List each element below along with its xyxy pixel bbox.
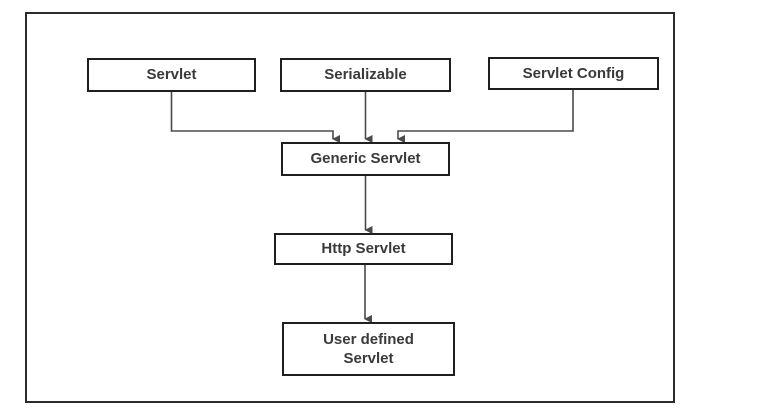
node-user-defined-servlet-label: User defined Servlet bbox=[323, 330, 414, 368]
node-servlet-config-label: Servlet Config bbox=[522, 64, 625, 82]
node-servlet-config: Servlet Config bbox=[488, 57, 659, 90]
node-user-defined-servlet: User defined Servlet bbox=[282, 322, 455, 376]
node-servlet-label: Servlet bbox=[146, 66, 197, 84]
node-http-servlet: Http Servlet bbox=[274, 233, 453, 265]
node-servlet: Servlet bbox=[87, 58, 256, 92]
node-generic-servlet-label: Generic Servlet bbox=[310, 150, 421, 168]
node-serializable: Serializable bbox=[280, 58, 451, 92]
node-serializable-label: Serializable bbox=[324, 66, 407, 84]
node-http-servlet-label: Http Servlet bbox=[321, 240, 406, 258]
node-generic-servlet: Generic Servlet bbox=[281, 142, 450, 176]
